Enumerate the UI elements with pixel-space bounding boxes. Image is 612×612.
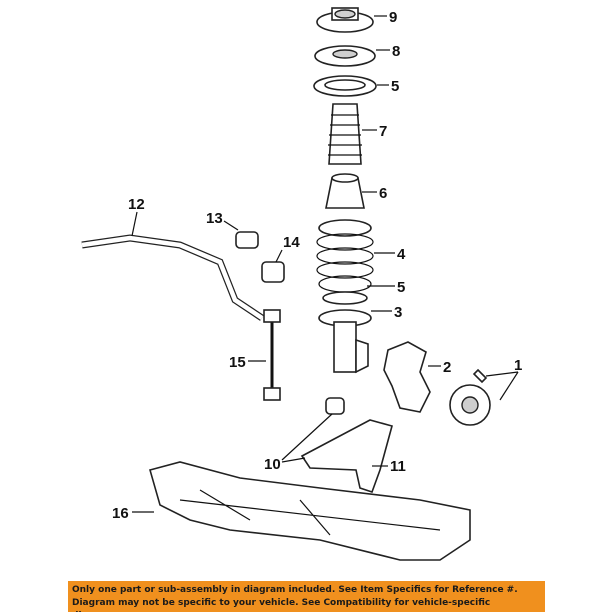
bump-stop (325, 173, 365, 209)
upper-spring-seat (313, 75, 377, 97)
callout-15: 15 (229, 354, 266, 371)
callout-1: 1 (485, 357, 522, 401)
lower-insulator (322, 291, 368, 305)
disclaimer-banner: Only one part or sub-assembly in diagram… (68, 581, 545, 612)
callout-14: 14 (275, 234, 300, 263)
callout-7: 7 (362, 123, 387, 140)
svg-text:11: 11 (390, 458, 406, 475)
callout-6: 6 (362, 185, 387, 202)
svg-text:15: 15 (229, 354, 246, 371)
callout-13: 13 (206, 210, 239, 231)
callout-9: 9 (374, 9, 397, 26)
disclaimer-line-2: Diagram may not be specific to your vehi… (72, 598, 491, 612)
svg-text:12: 12 (128, 196, 145, 213)
svg-text:14: 14 (283, 234, 300, 251)
stabilizer-bushing (235, 231, 259, 249)
dust-boot (328, 103, 362, 165)
svg-text:5: 5 (397, 279, 405, 296)
svg-text:3: 3 (394, 304, 402, 321)
disclaimer-line-1: Only one part or sub-assembly in diagram… (72, 585, 518, 595)
steering-knuckle (383, 341, 431, 413)
svg-text:6: 6 (379, 185, 387, 202)
bearing (314, 45, 376, 67)
svg-text:9: 9 (389, 9, 397, 26)
svg-text:1: 1 (514, 357, 522, 374)
bushing-bracket (261, 261, 285, 283)
callout-11: 11 (372, 458, 406, 475)
callout-2: 2 (428, 359, 451, 376)
stabilizer-link (263, 309, 281, 401)
callout-3: 3 (371, 304, 402, 321)
lower-control-arm (300, 419, 393, 494)
svg-text:5: 5 (391, 78, 399, 95)
callout-12: 12 (128, 196, 145, 237)
callout-5-upper: 5 (377, 78, 399, 95)
callout-16: 16 (112, 505, 154, 522)
strut (318, 309, 372, 374)
svg-text:13: 13 (206, 210, 223, 227)
stabilizer-bar (81, 234, 264, 321)
coil-spring (316, 219, 374, 293)
control-arm-bushing (325, 397, 345, 415)
svg-text:16: 16 (112, 505, 129, 522)
callout-4: 4 (374, 246, 406, 263)
callout-5-lower: 5 (367, 279, 405, 296)
svg-text:8: 8 (392, 43, 400, 60)
callout-10: 10 (264, 413, 333, 473)
wheel-hub (449, 368, 491, 426)
svg-text:7: 7 (379, 123, 387, 140)
strut-mount (316, 7, 374, 33)
svg-text:4: 4 (397, 246, 406, 263)
callout-8: 8 (376, 43, 400, 60)
svg-text:2: 2 (443, 359, 451, 376)
svg-text:10: 10 (264, 456, 281, 473)
